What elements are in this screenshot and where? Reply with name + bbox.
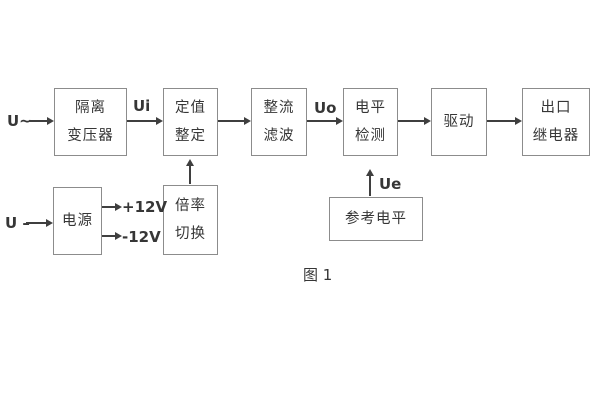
block-label: 驱动 <box>443 113 475 130</box>
block-label: 整定 <box>175 127 206 144</box>
block-label: 整流 <box>263 100 295 116</box>
label-input-dc: U – <box>5 214 30 232</box>
block-label: 切换 <box>175 225 206 242</box>
block-setting-adjust: 定值 整定 <box>163 88 218 156</box>
block-reference-level: 参考电平 <box>329 197 423 241</box>
block-ratio-switch: 倍率 切换 <box>163 185 218 255</box>
block-level-detect: 电平 检测 <box>343 88 398 156</box>
label-ui: Ui <box>133 97 151 115</box>
block-isolation-transformer: 隔离 变压器 <box>54 88 127 156</box>
block-label: 定值 <box>175 100 206 116</box>
label-plus12v: +12V <box>122 198 168 216</box>
arrow-setting-to-rect <box>218 120 244 122</box>
arrow-ratio-to-setting <box>189 166 191 184</box>
figure-caption: 图 1 <box>303 266 333 284</box>
block-driver: 驱动 <box>431 88 487 156</box>
arrow-level-to-drive <box>398 120 424 122</box>
block-label: 继电器 <box>532 127 580 144</box>
block-label: 倍率 <box>175 198 206 214</box>
block-power-supply: 电源 <box>53 187 102 255</box>
block-rectifier-filter: 整流 滤波 <box>251 88 307 156</box>
label-input-ac: U~ <box>7 112 32 130</box>
label-minus12v: -12V <box>122 228 161 246</box>
label-uo: Uo <box>314 99 337 117</box>
arrow-ui <box>127 120 156 122</box>
block-label: 参考电平 <box>345 210 407 227</box>
arrow-uo <box>307 120 336 122</box>
block-label: 检测 <box>355 127 386 144</box>
label-ue: Ue <box>379 175 402 193</box>
block-label: 出口 <box>540 100 572 116</box>
block-label: 电平 <box>355 100 386 116</box>
block-label: 滤波 <box>263 127 295 144</box>
block-output-relay: 出口 继电器 <box>522 88 590 156</box>
arrow-input-dc <box>26 222 46 224</box>
arrow-drive-to-relay <box>487 120 515 122</box>
block-label: 电源 <box>62 212 93 229</box>
block-label: 隔离 <box>75 100 106 116</box>
arrow-input-ac <box>29 120 47 122</box>
block-label: 变压器 <box>67 127 114 144</box>
arrow-minus12v <box>102 235 115 237</box>
arrow-plus12v <box>102 206 115 208</box>
arrow-ue <box>369 176 371 196</box>
